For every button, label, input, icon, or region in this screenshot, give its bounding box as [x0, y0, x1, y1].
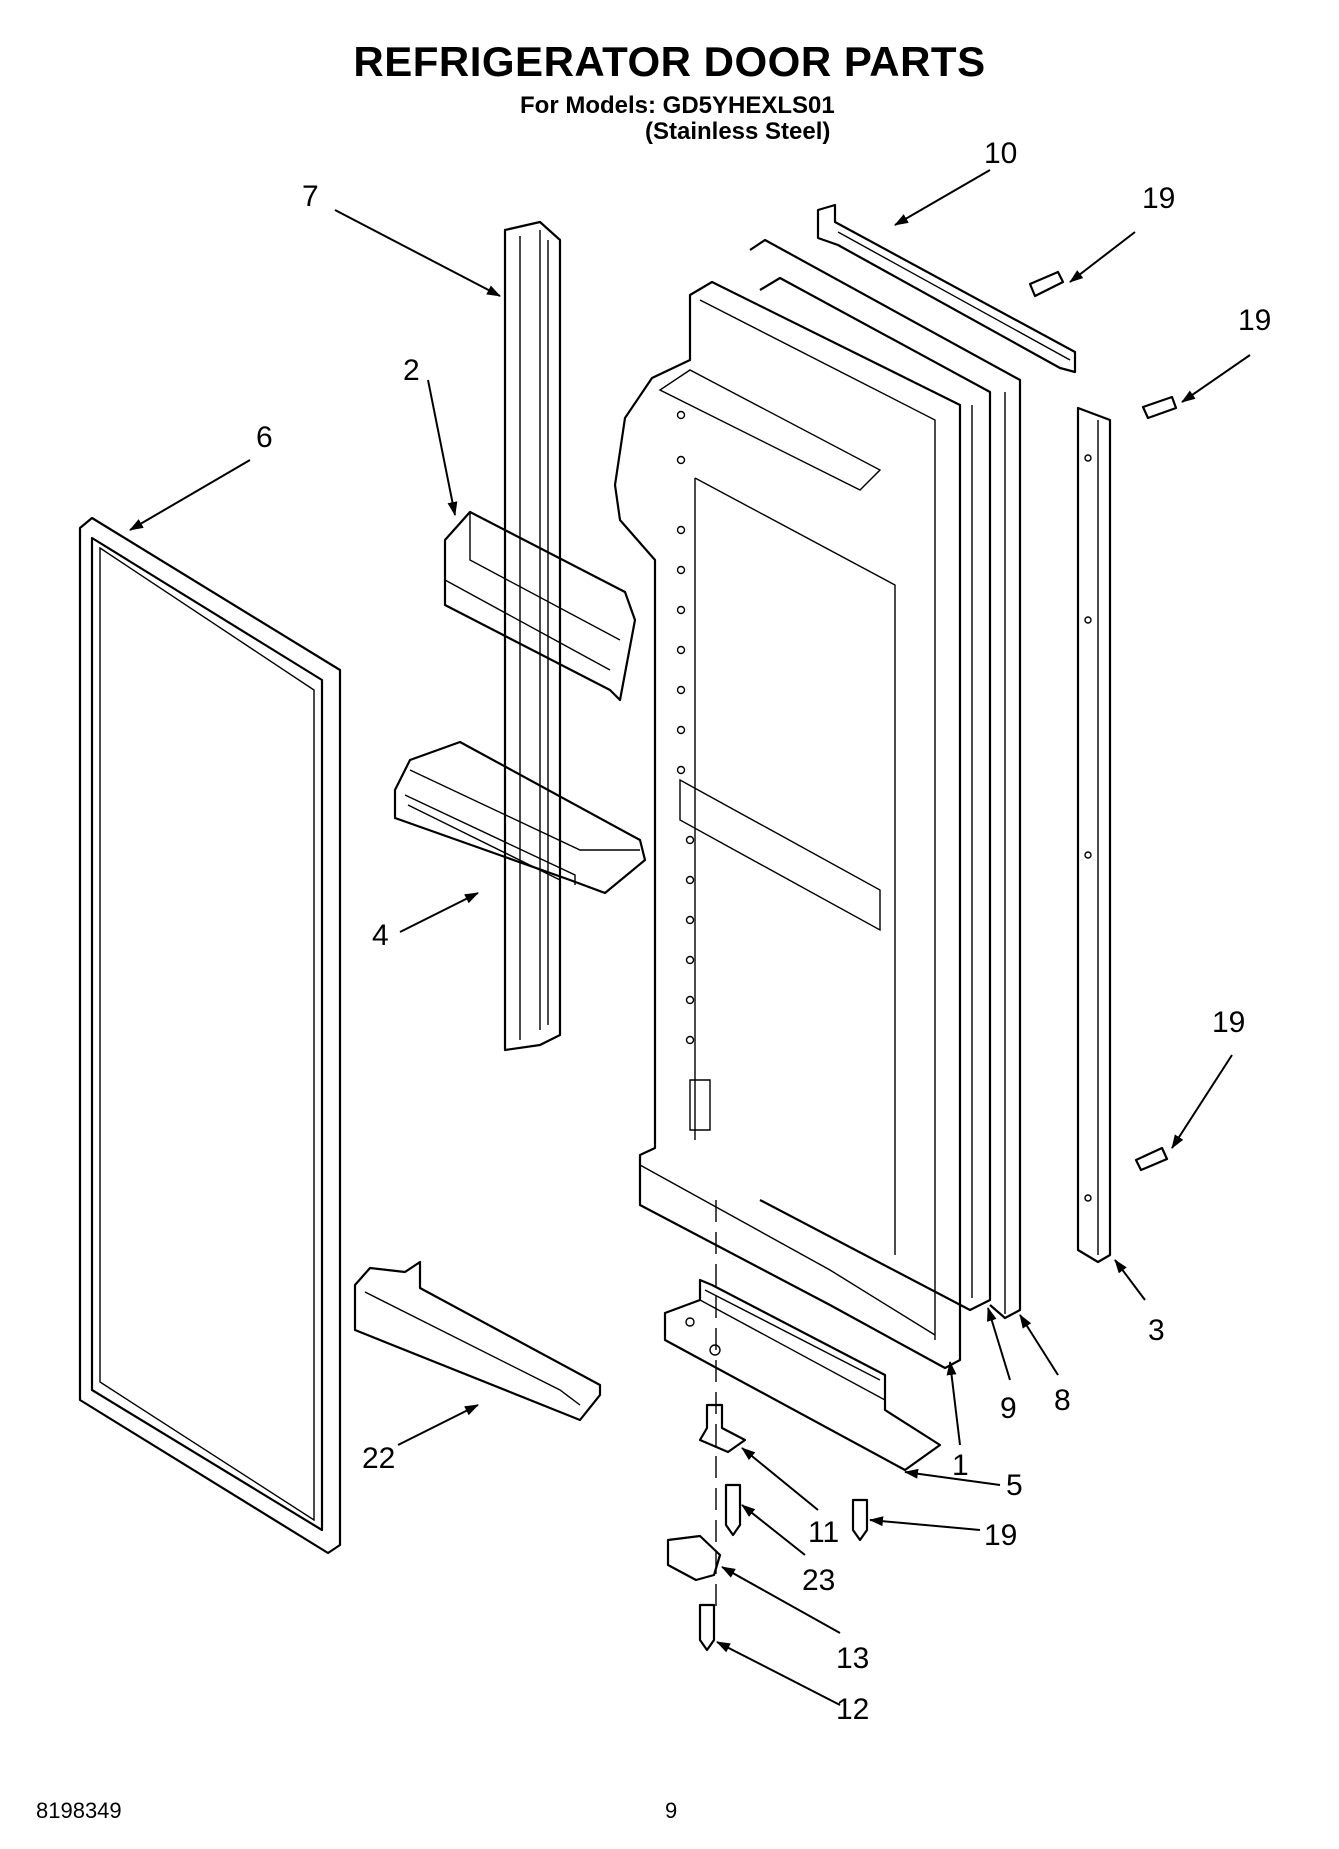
hinge-pin-part [698, 1403, 747, 1454]
page-number: 9 [665, 1798, 678, 1823]
callout-7: 7 [302, 180, 319, 213]
outer-door-part [749, 238, 1022, 1320]
gasket-part [78, 516, 342, 1555]
callout-8: 8 [1054, 1384, 1071, 1417]
leader-lines [129, 169, 1251, 1706]
callout-12: 12 [836, 1693, 869, 1726]
callout-labels: 7 2 6 4 10 19 19 19 3 8 9 1 5 11 19 23 1… [256, 137, 1271, 1726]
callout-22: 22 [362, 1442, 395, 1475]
screw-23-part [724, 1483, 742, 1537]
callout-13: 13 [836, 1642, 869, 1675]
door-bin-part [393, 740, 647, 895]
callout-10: 10 [984, 137, 1017, 170]
callout-19-bottom: 19 [984, 1519, 1017, 1552]
callout-2: 2 [403, 354, 420, 387]
page-title: REFRIGERATOR DOOR PARTS [353, 38, 986, 85]
callout-23: 23 [802, 1564, 835, 1597]
callout-1: 1 [952, 1449, 969, 1482]
screw-12-part [698, 1603, 716, 1652]
models-line: For Models: GD5YHEXLS01 [520, 92, 835, 119]
callout-3: 3 [1148, 1314, 1165, 1347]
callout-5: 5 [1006, 1469, 1023, 1502]
screw-19-top-part [1028, 270, 1065, 298]
callout-9: 9 [1000, 1392, 1017, 1425]
hinge-shim-part [666, 1534, 722, 1582]
callout-19-upper-right: 19 [1238, 304, 1271, 337]
door-panel-part [759, 276, 992, 1312]
screw-19-lower-right-part [1134, 1146, 1169, 1172]
breaker-strip-part [503, 220, 562, 1052]
screw-19-bottom-part [851, 1498, 869, 1542]
bottom-hinge-bracket-part [663, 1278, 942, 1472]
callout-11: 11 [808, 1516, 839, 1549]
lower-bin-part [353, 1260, 602, 1422]
dairy-cover-part [443, 510, 637, 702]
side-trim-part [1076, 406, 1112, 1264]
callout-4: 4 [372, 919, 389, 952]
callout-19-lower-right: 19 [1212, 1006, 1245, 1039]
callout-6: 6 [256, 421, 273, 454]
document-number: 8198349 [36, 1798, 122, 1823]
top-trim-part [816, 203, 1077, 374]
finish-line: (Stainless Steel) [645, 118, 831, 145]
door-liner-part [613, 280, 962, 1370]
screw-19-upper-right-part [1141, 395, 1178, 420]
callout-19-top: 19 [1142, 182, 1175, 215]
